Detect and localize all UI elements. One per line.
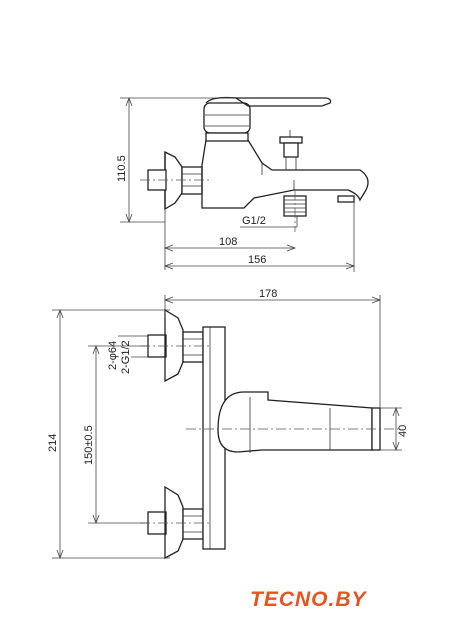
dim-mount-thread: 2-G1/2: [120, 340, 132, 374]
dim-mount-hole: 2-φ64: [107, 341, 119, 370]
dim-214: 214: [47, 434, 59, 452]
dim-40: 40: [397, 425, 409, 437]
dim-150: 150±0.5: [83, 425, 95, 465]
dim-156: 156: [248, 254, 266, 266]
top-view: [140, 96, 369, 232]
dim-110-5: 110.5: [116, 155, 128, 182]
brand-logo: TECNO.BY: [250, 588, 367, 611]
front-view: [140, 308, 400, 560]
front-view-dimensions: [52, 295, 402, 560]
dim-g12: G1/2: [242, 215, 266, 227]
top-view-dimensions: [120, 96, 356, 272]
dim-178: 178: [259, 288, 277, 300]
dim-108: 108: [219, 236, 237, 248]
